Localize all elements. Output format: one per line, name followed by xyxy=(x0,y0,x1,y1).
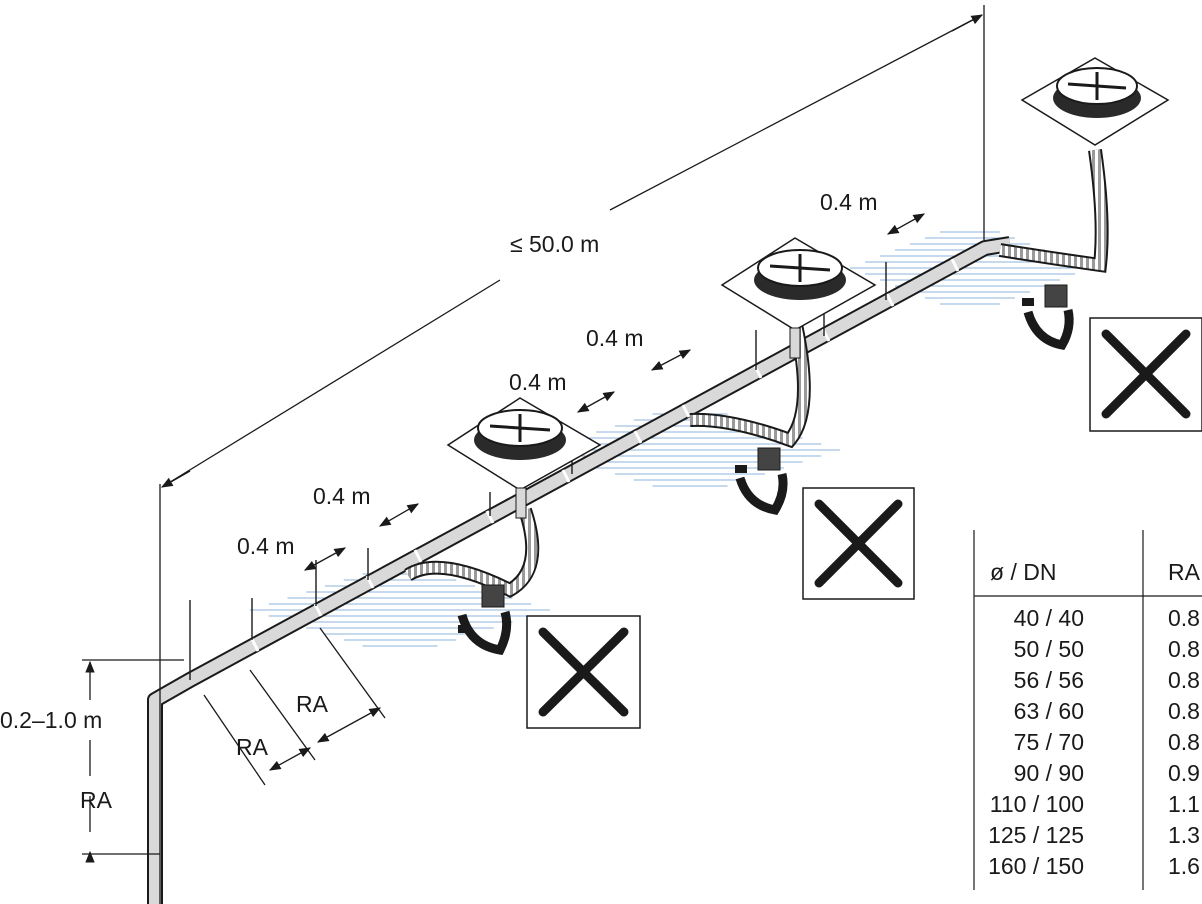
pipe-joint xyxy=(250,638,260,652)
table-cell-ra: 0.8 xyxy=(1168,605,1200,631)
table-cell-diameter: 160 / 150 xyxy=(988,853,1084,879)
saddle-clamp-2 xyxy=(735,447,788,515)
spacing-label-1: 0.4 m xyxy=(237,533,295,559)
spacing-label-4: 0.4 m xyxy=(586,325,644,351)
roof-outlet-3 xyxy=(1020,57,1170,146)
roof-outlet-1 xyxy=(446,397,602,519)
table-cell-diameter: 40 / 40 xyxy=(1014,605,1084,631)
table-cell-diameter: 63 / 60 xyxy=(1014,698,1084,724)
table-cell-diameter: 125 / 125 xyxy=(988,822,1084,848)
table-header-ra: RA xyxy=(1168,559,1201,585)
table-cell-ra: 1.3 xyxy=(1168,822,1200,848)
cross-icon xyxy=(526,615,641,729)
table-cell-diameter: 90 / 90 xyxy=(1014,760,1084,786)
saddle-clamp-3 xyxy=(1022,284,1074,351)
ra-label-pipe-1: RA xyxy=(236,734,269,760)
table-cell-ra: 0.8 xyxy=(1168,698,1200,724)
spacing-arrow xyxy=(886,213,926,235)
table-cell-ra: 1.6 xyxy=(1168,853,1200,879)
table-cell-ra: 1.1 xyxy=(1168,791,1200,817)
pipe-joint xyxy=(413,549,423,563)
table-cell-diameter: 75 / 70 xyxy=(1014,729,1084,755)
table-cell-ra: 0.8 xyxy=(1168,667,1200,693)
pipe-joint xyxy=(633,430,643,444)
hanger-height-label: 0.2–1.0 m xyxy=(0,707,102,733)
pipe-joint xyxy=(485,510,495,524)
ra-label-pipe-2: RA xyxy=(296,691,329,717)
table-header-diameter: ø / DN xyxy=(990,559,1056,585)
table-cell-ra: 0.8 xyxy=(1168,636,1200,662)
spacing-label-3: 0.4 m xyxy=(509,369,567,395)
pipe-joint xyxy=(561,469,571,483)
ra-dimensions xyxy=(203,627,386,786)
connection-hoses xyxy=(404,149,1109,598)
cross-icon xyxy=(1089,317,1202,432)
spacing-arrow xyxy=(650,349,692,371)
table-cell-diameter: 56 / 56 xyxy=(1014,667,1084,693)
vertical-dimensions xyxy=(82,659,184,863)
spacing-arrow xyxy=(576,391,616,413)
spacing-label-2: 0.4 m xyxy=(313,483,371,509)
saddle-clamp-1 xyxy=(457,584,512,655)
spacing-arrow xyxy=(378,503,420,527)
ra-label-vertical: RA xyxy=(80,787,113,813)
pipe-joint xyxy=(885,293,895,307)
spacing-label-5: 0.4 m xyxy=(820,189,878,215)
pipe-joints xyxy=(250,258,960,652)
spacing-table: ø / DN RA 40 / 40 0.8 50 / 50 0.8 56 / 56 0.8… xyxy=(973,530,1202,890)
spacing-arrow xyxy=(303,547,347,571)
table-cell-diameter: 50 / 50 xyxy=(1014,636,1084,662)
cross-icon xyxy=(802,487,915,600)
pipe-joint xyxy=(681,404,691,418)
pipe-joint xyxy=(950,258,960,272)
table-cell-ra: 0.9 xyxy=(1168,760,1200,786)
max-length-dimension xyxy=(159,5,985,904)
max-length-label: ≤ 50.0 m xyxy=(510,231,599,257)
table-cell-ra: 0.8 xyxy=(1168,729,1200,755)
table-cell-diameter: 110 / 100 xyxy=(990,791,1084,817)
spacing-dimensions xyxy=(303,213,926,571)
roof-outlet-2 xyxy=(720,237,877,359)
